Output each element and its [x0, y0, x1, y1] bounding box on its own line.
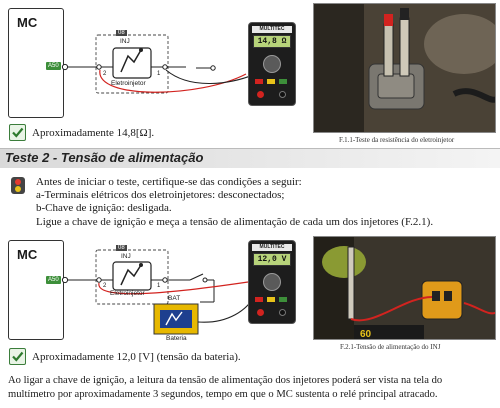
meter-brand: MULTITEC: [252, 26, 292, 33]
footer-line-1: Ao ligar a chave de ignição, a leitura d…: [8, 375, 443, 386]
footer-line-2: multímetro por aproximadamente 3 segundo…: [8, 389, 438, 400]
connector-label: INJ: [121, 253, 131, 260]
check-icon: [9, 348, 26, 365]
instructions-line-2: a-Terminais elétricos dos eletroinjetore…: [36, 189, 285, 201]
check-icon: [9, 124, 26, 141]
meter-jack-black: [279, 91, 286, 98]
engine-photo-illustration: [314, 4, 495, 132]
photo1-caption: F.1.1-Teste da resistência do eletroinje…: [339, 136, 455, 144]
diagram-resistance-test: MC A50 08 INJ Eletroinjetor 2 1 MULTITEC…: [0, 0, 305, 122]
meter-jack-black: [279, 309, 286, 316]
pin-number-left: 2: [103, 71, 107, 77]
battery-label: BAT: [168, 295, 181, 302]
result1-text: Aproximadamente 14,8[Ω].: [32, 127, 155, 139]
connector-label: INJ: [120, 38, 130, 45]
pin-number-right: 1: [157, 71, 161, 77]
instructions-line-4: Ligue a chave de ignição e meça a tensão…: [36, 216, 434, 228]
pin-tag: A50: [46, 62, 61, 70]
meter-knob: [263, 55, 281, 73]
injector-label: Eletroinjetor: [110, 290, 145, 297]
multimeter: MULTITEC 14,8 Ω: [248, 22, 296, 106]
photo-injector-voltage: 60: [313, 236, 496, 340]
meter-button-green: [279, 297, 287, 302]
wiring-diagram: [61, 34, 259, 94]
photo2-caption: F.2.1-Tensão de alimentação do INJ: [340, 343, 441, 351]
battery-sub-label: Bateria: [166, 335, 187, 342]
meter-button-red: [255, 79, 263, 84]
meter-button-yellow: [267, 79, 275, 84]
pin-tag: A50: [46, 276, 61, 284]
section-title: Teste 2 - Tensão de alimentação: [5, 150, 204, 165]
result2-text: Aproximadamente 12,0 [V] (tensão da bate…: [32, 351, 241, 363]
injector-label: Eletroinjetor: [111, 80, 146, 87]
traffic-light-icon: [11, 177, 25, 194]
pin-number-right: 1: [157, 283, 161, 289]
meter-display: 14,8 Ω: [253, 35, 291, 48]
wiring-diagram: [61, 249, 259, 335]
meter-button-red: [255, 297, 263, 302]
meter-brand: MULTITEC: [252, 244, 292, 251]
diagram-voltage-test: MC A50 08 INJ Eletroinjetor 2 1 BAT Bate…: [0, 232, 305, 347]
meter-display: 12,0 V: [253, 253, 291, 266]
svg-text:60: 60: [360, 329, 372, 340]
connector-number: 08: [116, 245, 127, 251]
mc-label: MC: [17, 247, 38, 262]
multimeter: MULTITEC 12,0 V: [248, 240, 296, 324]
connector-number: 08: [116, 30, 127, 36]
mc-module-box: MC: [8, 240, 64, 340]
instructions-line-3: b-Chave de ignição: desligada.: [36, 202, 172, 214]
meter-button-yellow: [267, 297, 275, 302]
meter-jack-red: [257, 309, 264, 316]
mc-label: MC: [17, 15, 38, 30]
meter-jack-red: [257, 91, 264, 98]
photo-injector-resistance: [313, 3, 496, 133]
pin-number-left: 2: [103, 283, 107, 289]
section-header-rule: [0, 148, 500, 168]
engine-photo-illustration: 60: [314, 237, 495, 340]
meter-knob: [263, 273, 281, 291]
instructions-line-1: Antes de iniciar o teste, certifique-se …: [36, 176, 302, 188]
meter-button-green: [279, 79, 287, 84]
